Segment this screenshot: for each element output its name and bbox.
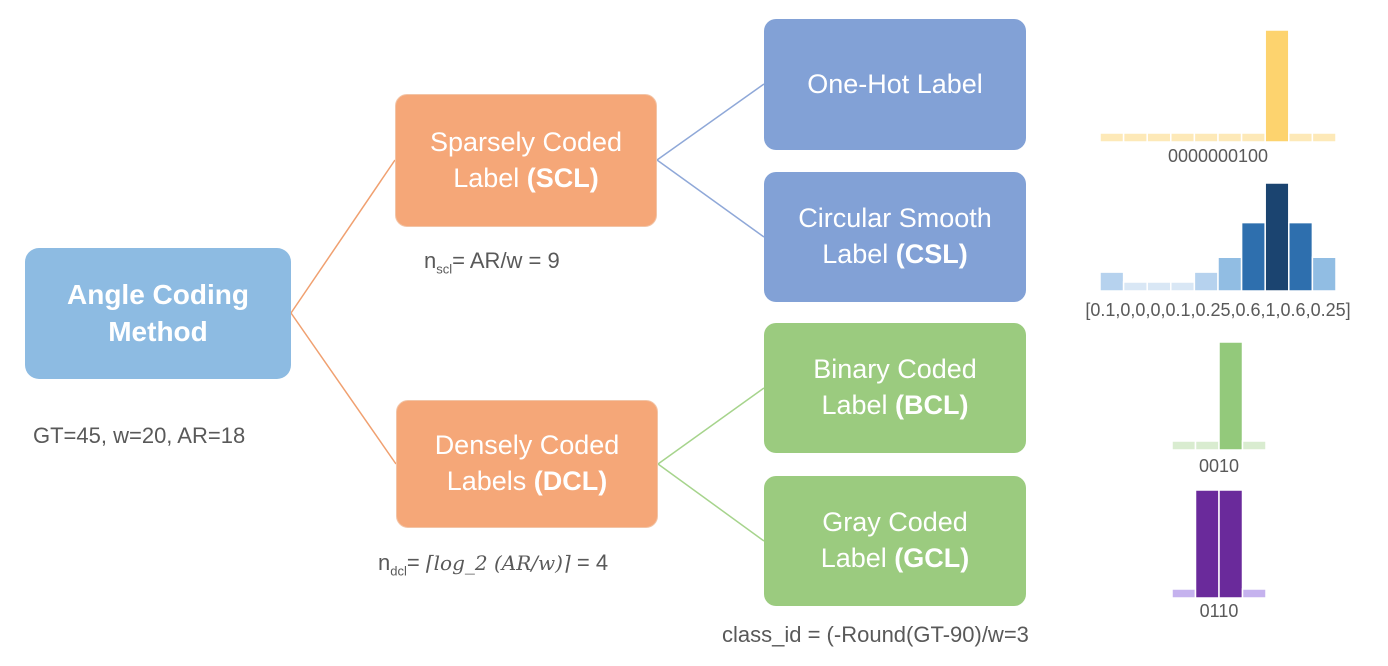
- gcl-encoding-bars: [1172, 490, 1266, 598]
- connector-scl-csl: [656, 159, 765, 238]
- params-note: GT=45, w=20, AR=18: [33, 423, 246, 448]
- connector-dcl-bcl: [657, 387, 765, 465]
- bcl-box: Binary Coded Label (BCL): [764, 323, 1026, 453]
- csl-bar-9: [1311, 256, 1336, 291]
- dcl-formula-eq: =: [406, 550, 426, 575]
- onehot-bar-6: [1240, 132, 1266, 142]
- csl-bar-7: [1264, 183, 1290, 291]
- dcl-line1: Densely Coded: [434, 430, 620, 461]
- dcl-formula-n: n: [378, 550, 391, 575]
- csl-line2: Label (CSL): [822, 237, 968, 273]
- csl-bar-4: [1193, 271, 1219, 291]
- bcl-caption: 0010: [1198, 456, 1240, 476]
- bcl-bar-2: [1218, 342, 1244, 450]
- csl-encoding-bars: [1100, 183, 1336, 291]
- scl-formula-rest: = AR/w = 9: [452, 248, 560, 273]
- csl-bar-3: [1170, 281, 1196, 291]
- gcl-bar-3: [1241, 588, 1266, 598]
- onehot-caption: 0000000100: [1167, 146, 1269, 166]
- one-hot-label-box: One-Hot Label: [764, 19, 1026, 150]
- csl-box: Circular Smooth Label (CSL): [764, 172, 1026, 302]
- onehot-bar-0: [1100, 132, 1125, 142]
- dcl-line2-text: Labels: [446, 466, 534, 496]
- dcl-box: Densely Coded Labels (DCL): [396, 400, 658, 528]
- csl-bar-1: [1122, 281, 1148, 291]
- dcl-abbr: (DCL): [533, 466, 608, 496]
- scl-formula-n: n: [424, 248, 437, 273]
- root-line2: Method: [108, 315, 208, 347]
- scl-formula: nscl= AR/w = 9: [424, 248, 560, 276]
- bcl-encoding-bars: [1172, 342, 1266, 450]
- scl-line2-text: Label: [453, 162, 527, 193]
- scl-line1: Sparsely Coded: [429, 126, 623, 157]
- connector-root-scl: [290, 159, 396, 314]
- bcl-line1: Binary Coded: [813, 354, 977, 385]
- angle-coding-method-box: Angle Coding Method: [25, 248, 291, 379]
- connector-scl-onehot: [656, 83, 765, 161]
- gcl-line2: Label (GCL): [821, 541, 970, 577]
- bcl-line2: Label (BCL): [821, 388, 968, 424]
- connector-dcl-gcl: [657, 463, 765, 542]
- onehot-bar-9: [1311, 132, 1336, 142]
- bcl-abbr: (BCL): [895, 390, 969, 420]
- dcl-formula-sub: dcl: [390, 563, 407, 579]
- onehot-bar-1: [1122, 132, 1148, 142]
- dcl-formula: ndcl= ⌈log_2 (AR/w)⌉ = 4: [378, 550, 608, 578]
- csl-bar-0: [1100, 271, 1125, 291]
- onehot-bar-5: [1217, 132, 1243, 142]
- root-line1: Angle Coding: [67, 278, 249, 310]
- csl-line2-text: Label: [822, 239, 896, 269]
- bcl-bar-0: [1172, 440, 1197, 450]
- onehot-bar-7: [1264, 30, 1290, 142]
- dcl-formula-tail: = 4: [570, 550, 609, 575]
- onehot-bar-3: [1170, 132, 1196, 142]
- dcl-line2: Labels (DCL): [447, 464, 608, 500]
- scl-formula-sub: scl: [436, 261, 453, 277]
- gcl-line1: Gray Coded: [822, 507, 968, 538]
- scl-abbr: (SCL): [526, 162, 599, 193]
- connector-root-dcl: [290, 312, 397, 465]
- csl-abbr: (CSL): [895, 239, 968, 269]
- bcl-line2-text: Label: [821, 390, 896, 420]
- scl-line2: Label (SCL): [453, 161, 599, 197]
- dcl-formula-math: ⌈log_2 (AR/w)⌉: [425, 551, 571, 575]
- onehot-bar-2: [1146, 132, 1172, 142]
- bcl-bar-3: [1241, 440, 1266, 450]
- csl-bar-5: [1217, 256, 1243, 291]
- bcl-bar-1: [1194, 440, 1220, 450]
- onehot-encoding-bars: [1100, 30, 1336, 142]
- onehot-line1: One-Hot Label: [807, 68, 983, 99]
- scl-box: Sparsely Coded Label (SCL): [395, 94, 657, 227]
- csl-line1: Circular Smooth: [798, 203, 992, 234]
- csl-bar-6: [1240, 221, 1266, 291]
- onehot-bar-8: [1288, 132, 1314, 142]
- gcl-bar-2: [1218, 490, 1244, 598]
- gcl-caption: 0110: [1199, 601, 1239, 621]
- class-id-note: class_id = (-Round(GT-90)/w=3: [722, 622, 1029, 647]
- csl-bar-8: [1288, 221, 1314, 291]
- gcl-bar-1: [1194, 490, 1220, 598]
- gcl-bar-0: [1172, 588, 1197, 598]
- csl-caption: [0.1,0,0,0,0.1,0.25,0.6,1,0.6,0.25]: [1085, 300, 1351, 320]
- csl-bar-2: [1146, 281, 1172, 291]
- onehot-bar-4: [1193, 132, 1219, 142]
- gcl-line2-text: Label: [820, 543, 895, 573]
- gcl-box: Gray Coded Label (GCL): [764, 476, 1026, 606]
- gcl-abbr: (GCL): [894, 543, 970, 573]
